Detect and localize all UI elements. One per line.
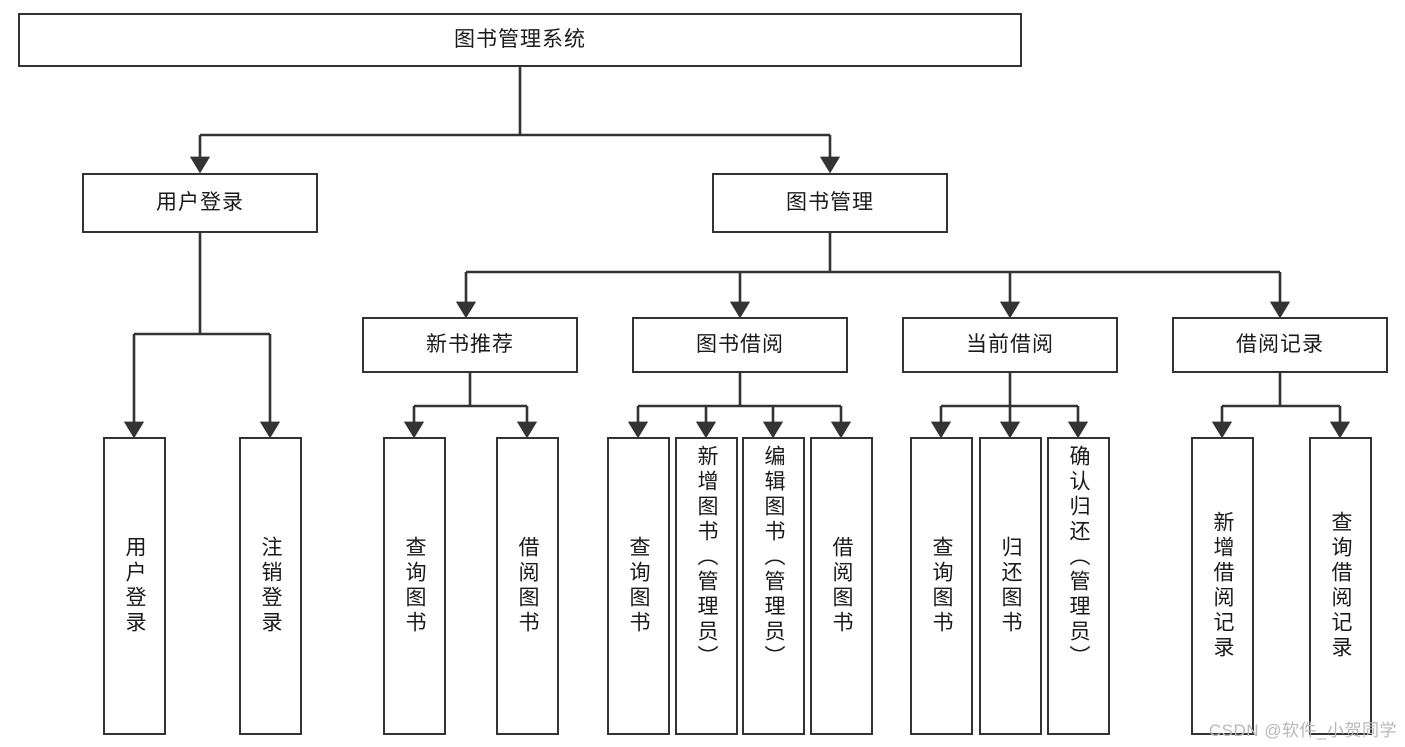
node-leaf-cur-confirm-label: 确认归还（管理员） xyxy=(1067,445,1090,670)
node-leaf-cur-confirm[interactable]: 确认归还（管理员） xyxy=(1047,437,1110,735)
node-leaf-rec-borrow[interactable]: 借阅图书 xyxy=(496,437,559,735)
node-root[interactable]: 图书管理系统 xyxy=(18,13,1022,67)
node-leaf-borrow-query[interactable]: 查询图书 xyxy=(607,437,670,735)
node-current-borrow-label: 当前借阅 xyxy=(966,333,1054,357)
node-user-login[interactable]: 用户登录 xyxy=(82,173,318,233)
node-leaf-user-logout-label: 注销登录 xyxy=(259,536,282,636)
node-borrow-record[interactable]: 借阅记录 xyxy=(1172,317,1388,373)
node-leaf-cur-return[interactable]: 归还图书 xyxy=(979,437,1042,735)
node-leaf-borrow-do-label: 借阅图书 xyxy=(830,536,853,636)
node-leaf-borrow-do[interactable]: 借阅图书 xyxy=(810,437,873,735)
node-new-book-rec[interactable]: 新书推荐 xyxy=(362,317,578,373)
node-root-label: 图书管理系统 xyxy=(454,28,586,52)
node-leaf-rec-query[interactable]: 查询图书 xyxy=(383,437,446,735)
node-borrow-record-label: 借阅记录 xyxy=(1236,333,1324,357)
node-book-borrow[interactable]: 图书借阅 xyxy=(632,317,848,373)
node-book-manage[interactable]: 图书管理 xyxy=(712,173,948,233)
node-leaf-cur-return-label: 归还图书 xyxy=(999,536,1022,636)
node-leaf-borrow-edit-label: 编辑图书（管理员） xyxy=(762,445,785,670)
node-leaf-user-logout[interactable]: 注销登录 xyxy=(239,437,302,735)
node-leaf-borrow-add[interactable]: 新增图书（管理员） xyxy=(675,437,738,735)
node-leaf-rec-borrow-label: 借阅图书 xyxy=(516,536,539,636)
node-user-login-label: 用户登录 xyxy=(156,191,244,215)
node-leaf-rec-query-label: 查询图书 xyxy=(403,536,426,636)
watermark-text: CSDN @软件_小贺同学 xyxy=(1208,721,1397,740)
node-current-borrow[interactable]: 当前借阅 xyxy=(902,317,1118,373)
node-leaf-borrow-add-label: 新增图书（管理员） xyxy=(695,445,718,670)
node-leaf-rec-add-label: 新增借阅记录 xyxy=(1211,511,1234,661)
node-book-borrow-label: 图书借阅 xyxy=(696,333,784,357)
node-leaf-rec-search[interactable]: 查询借阅记录 xyxy=(1309,437,1372,735)
node-leaf-borrow-edit[interactable]: 编辑图书（管理员） xyxy=(742,437,805,735)
node-leaf-cur-query-label: 查询图书 xyxy=(930,536,953,636)
node-leaf-user-login-label: 用户登录 xyxy=(123,536,146,636)
node-book-manage-label: 图书管理 xyxy=(786,191,874,215)
node-leaf-borrow-query-label: 查询图书 xyxy=(627,536,650,636)
node-leaf-user-login[interactable]: 用户登录 xyxy=(103,437,166,735)
node-leaf-rec-search-label: 查询借阅记录 xyxy=(1329,511,1352,661)
node-leaf-rec-add[interactable]: 新增借阅记录 xyxy=(1191,437,1254,735)
node-leaf-cur-query[interactable]: 查询图书 xyxy=(910,437,973,735)
node-new-book-rec-label: 新书推荐 xyxy=(426,333,514,357)
